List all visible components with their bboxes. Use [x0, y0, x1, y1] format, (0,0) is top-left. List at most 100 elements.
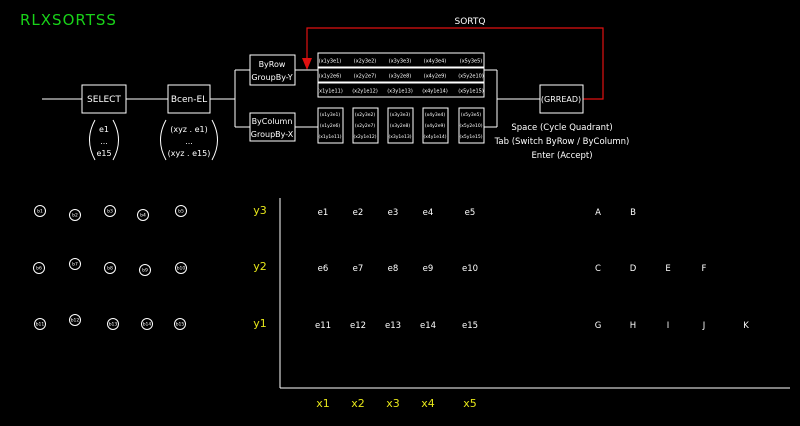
bubble-label: b11	[36, 322, 45, 328]
bubble-label: b9	[142, 268, 148, 274]
cell-label: (x4y3e4)	[425, 112, 445, 118]
grid-element: e12	[350, 321, 366, 331]
bycolumn-table: (x1y3e1)(x1y2e6)(x1y1e11) (x2y3e2)(x2y2e7…	[317, 107, 485, 144]
quadrant-letter: I	[667, 321, 670, 331]
cell-label: (x5y1e15)	[459, 134, 482, 140]
element-bubble[interactable]: b5	[175, 205, 187, 217]
element-bubble[interactable]: b9	[139, 264, 151, 276]
cell-label: (x4y1e14)	[423, 134, 446, 140]
grid-element: e2	[353, 208, 364, 218]
bcen-label: Bcen-EL	[171, 95, 207, 105]
bycolumn-box[interactable]: ByColumn GroupBy-X	[249, 112, 296, 142]
element-bubble[interactable]: b7	[69, 258, 81, 270]
quadrant-letter: J	[702, 321, 706, 331]
element-bubble[interactable]: b3	[104, 205, 116, 217]
cell-label: (x2y2e7)	[354, 74, 376, 80]
grid-element: e1	[318, 208, 329, 218]
bycolumn-sublabel: GroupBy-X	[251, 130, 294, 139]
bubble-label: b13	[109, 322, 118, 328]
cell-label: (x3y2e8)	[390, 123, 410, 129]
quadrant-letter: C	[595, 264, 601, 274]
cell-label: (x3y3e3)	[389, 59, 411, 65]
bubble-label: b10	[177, 266, 186, 272]
y-axis-label: y1	[253, 317, 267, 330]
grid-element: e5	[465, 208, 476, 218]
cell-label: (x5y3e5)	[460, 59, 482, 65]
grid-element: e7	[353, 264, 364, 274]
x-axis-label: x4	[421, 397, 435, 410]
cell-label: (x2y1e12)	[352, 89, 378, 95]
bcen-list-last: (xyz . e15)	[168, 149, 211, 158]
byrow-sublabel: GroupBy-Y	[251, 73, 292, 82]
select-box[interactable]: SELECT	[81, 84, 127, 114]
element-bubble[interactable]: b6	[33, 262, 45, 274]
quadrant-letter: F	[702, 264, 707, 274]
sortq-loop-line	[306, 27, 604, 100]
quadrant-letter: K	[743, 321, 749, 331]
y-axis-label: y2	[253, 260, 267, 273]
x-axis-label: x1	[316, 397, 330, 410]
bubble-label: b15	[176, 322, 185, 328]
element-bubble[interactable]: b13	[107, 318, 119, 330]
grid-element: e13	[385, 321, 401, 331]
cell-label: (x3y1e13)	[388, 134, 411, 140]
byrow-row: (x1y1e11)(x2y1e12)(x3y1e13)(x4y1e14)(x5y…	[317, 82, 485, 98]
element-bubble[interactable]: b8	[104, 262, 116, 274]
grid-element: e9	[423, 264, 434, 274]
cell-label: (x3y2e8)	[389, 74, 411, 80]
bubble-label: b6	[36, 266, 42, 272]
element-bubble[interactable]: b1	[34, 205, 46, 217]
y-axis-label: y3	[253, 204, 267, 217]
element-bubble[interactable]: b12	[69, 314, 81, 326]
cell-label: (x3y3e3)	[390, 112, 410, 118]
grread-box[interactable]: (GRREAD)	[539, 84, 584, 114]
cell-label: (x2y3e2)	[354, 59, 376, 65]
grid-element: e15	[462, 321, 478, 331]
bcen-list-dots: ...	[185, 137, 193, 146]
bycolumn-group: (x5y3e5)(x5y2e10)(x5y1e15)	[458, 107, 485, 144]
grid-element: e8	[388, 264, 399, 274]
bubble-label: b8	[107, 266, 113, 272]
quadrant-letter: D	[630, 264, 637, 274]
bubble-label: b1	[37, 209, 43, 215]
bycolumn-label: ByColumn	[252, 117, 293, 126]
select-list: e1 ... e15	[89, 119, 119, 161]
cell-label: (x4y1e14)	[422, 89, 448, 95]
byrow-label: ByRow	[259, 60, 286, 69]
bubble-label: b4	[140, 213, 146, 219]
key-help: Space (Cycle Quadrant) Tab (Switch ByRow…	[494, 123, 630, 161]
grread-label: (GRREAD)	[541, 95, 581, 104]
element-bubble[interactable]: b10	[175, 262, 187, 274]
bcen-el-box[interactable]: Bcen-EL	[167, 84, 211, 114]
select-list-last: e15	[96, 149, 111, 158]
grid-element: e3	[388, 208, 399, 218]
bubble-label: b5	[178, 209, 184, 215]
byrow-box[interactable]: ByRow GroupBy-Y	[249, 54, 296, 86]
help-line: Space (Cycle Quadrant)	[511, 123, 612, 133]
cell-label: (x4y3e4)	[424, 59, 446, 65]
cell-label: (x5y1e15)	[458, 89, 484, 95]
element-bubble[interactable]: b11	[34, 318, 46, 330]
cell-label: (x2y1e12)	[353, 134, 376, 140]
element-bubble[interactable]: b2	[69, 209, 81, 221]
byrow-row: (x1y2e6)(x2y2e7)(x3y2e8)(x4y2e9)(x5y2e10…	[317, 67, 485, 83]
cell-label: (x2y3e2)	[355, 112, 375, 118]
element-bubble[interactable]: b4	[137, 209, 149, 221]
element-bubble[interactable]: b15	[174, 318, 186, 330]
element-bubble[interactable]: b14	[141, 318, 153, 330]
cell-label: (x3y1e13)	[387, 89, 413, 95]
quadrant-letter: B	[630, 208, 636, 218]
help-line: Tab (Switch ByRow / ByColumn)	[494, 137, 630, 147]
select-list-first: e1	[99, 125, 109, 134]
bycolumn-group: (x1y3e1)(x1y2e6)(x1y1e11)	[317, 107, 344, 144]
cell-label: (x5y2e10)	[459, 123, 482, 129]
bubble-field: b1 b2 b3 b4 b5 b6 b7 b8 b9 b10 b11 b12 b13 b14 b15	[33, 205, 187, 330]
select-label: SELECT	[87, 95, 121, 105]
x-axis-label: x3	[386, 397, 400, 410]
cell-label: (x5y2e10)	[458, 74, 484, 80]
bycolumn-group: (x2y3e2)(x2y2e7)(x2y1e12)	[352, 107, 379, 144]
bcen-list-first: (xyz . e1)	[170, 125, 208, 134]
cell-label: (x4y2e9)	[425, 123, 445, 129]
loop-arrow-icon	[302, 58, 312, 70]
sortq-label: SORTQ	[455, 17, 486, 27]
